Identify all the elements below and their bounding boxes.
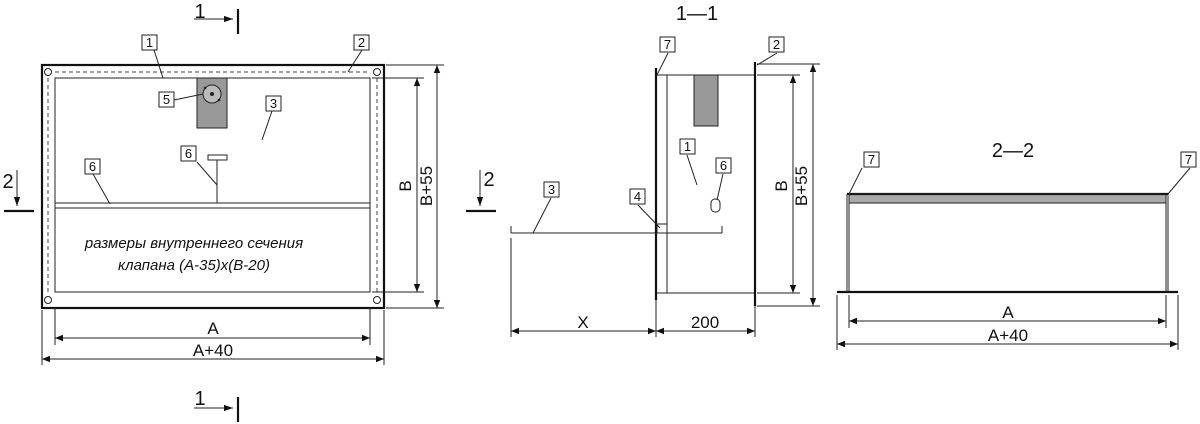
callout-3: 3	[548, 182, 555, 197]
callout-6: 6	[185, 146, 192, 161]
dim-b55-section: B+55	[792, 166, 811, 206]
callout-2: 2	[358, 35, 365, 50]
section-title-1-1: 1—1	[676, 3, 718, 25]
labels: 1 1 2 2 1—1 2—2 A A+40 B B+55 X 200 B B+…	[2, 1, 1034, 410]
section-mark-1-top: 1	[194, 1, 205, 23]
dim-b55-front: B+55	[417, 166, 436, 206]
callout-7: 7	[664, 37, 671, 52]
dim-a40-front: A+40	[193, 341, 233, 360]
callout-6: 6	[720, 158, 727, 173]
dim-depth: 200	[691, 313, 719, 332]
dim-b-section: B	[772, 180, 791, 191]
callout-1: 1	[684, 139, 691, 154]
callout-7: 7	[1185, 152, 1192, 167]
note-line-1: размеры внутреннего сечения	[84, 235, 303, 252]
callout-1: 1	[146, 35, 153, 50]
dim-b-front: B	[396, 180, 415, 191]
section-mark-1-bottom: 1	[194, 388, 205, 410]
dim-a-front: A	[207, 319, 219, 338]
callout-3: 3	[270, 96, 277, 111]
blade	[54, 202, 371, 209]
section-title-2-2: 2—2	[992, 140, 1034, 162]
callout-5: 5	[163, 92, 170, 107]
section-2-2	[836, 167, 1191, 350]
dim-a40-section: A+40	[988, 326, 1028, 345]
front-view	[4, 9, 444, 422]
bolt-hole	[44, 296, 52, 304]
callout-4: 4	[634, 189, 641, 204]
actuator-block	[693, 74, 719, 127]
callout-6: 6	[89, 159, 96, 174]
section-mark-2-mid: 2	[483, 169, 494, 191]
bolt-hole	[373, 296, 381, 304]
section-1-1	[466, 52, 820, 337]
bolt-hole	[373, 68, 381, 76]
callout-2: 2	[773, 37, 780, 52]
bolt-hole	[44, 68, 52, 76]
callout-7: 7	[868, 152, 875, 167]
note-line-2: клапана (A-35)x(B-20)	[118, 257, 270, 274]
dim-a-section: A	[1002, 303, 1014, 322]
outer-frame	[40, 63, 386, 310]
dim-x: X	[577, 313, 588, 332]
callouts: 1 2 3 5 6 6 7 2 1 6 3 4 7 7	[84, 34, 1197, 205]
section-mark-2-left: 2	[2, 171, 13, 193]
